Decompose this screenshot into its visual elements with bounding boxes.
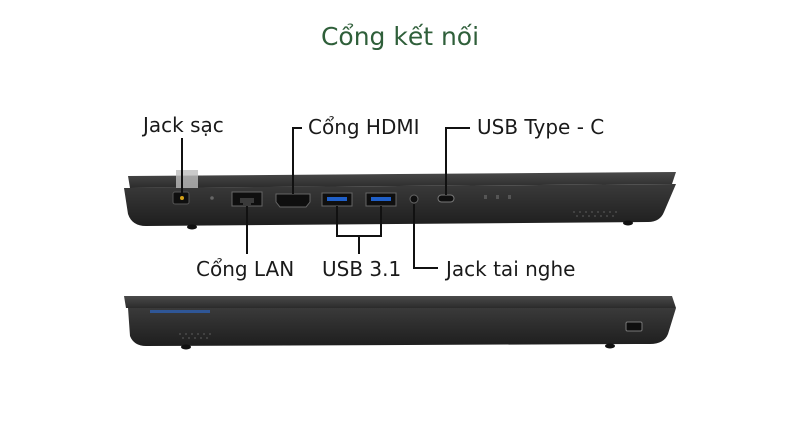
hinge-glare bbox=[176, 170, 198, 188]
laptop-base bbox=[124, 184, 676, 226]
speaker-grille bbox=[179, 333, 211, 339]
hdmi-port bbox=[275, 193, 311, 208]
indicator bbox=[496, 195, 499, 199]
page-title: Cổng kết nối bbox=[320, 22, 480, 51]
usb-c-port bbox=[437, 194, 455, 203]
label-jack-sac: Jack sạc bbox=[143, 113, 224, 137]
speaker-grille bbox=[573, 211, 617, 217]
laptop-foot bbox=[623, 220, 633, 226]
callout-audio bbox=[413, 204, 438, 269]
laptop-foot bbox=[181, 344, 191, 350]
status-led bbox=[210, 196, 214, 200]
laptop-lid bbox=[128, 172, 676, 188]
indicator bbox=[508, 195, 511, 199]
usb31-port-2-tongue bbox=[371, 197, 391, 201]
callout-usb-c bbox=[445, 127, 470, 195]
label-cong-lan: Cổng LAN bbox=[196, 257, 295, 281]
laptop-lid bbox=[124, 296, 676, 308]
callout-lines bbox=[181, 127, 470, 269]
laptop-foot bbox=[187, 224, 197, 230]
label-cong-hdmi: Cổng HDMI bbox=[308, 115, 420, 139]
charge-port-pin bbox=[180, 196, 184, 200]
laptop-side-view-back bbox=[124, 296, 676, 350]
usb31-port-1-tongue bbox=[327, 197, 347, 201]
callout-hdmi bbox=[292, 127, 302, 194]
label-jack-tai-nghe: Jack tai nghe bbox=[446, 257, 576, 281]
label-usb-type-c: USB Type - C bbox=[477, 115, 605, 139]
label-usb-31: USB 3.1 bbox=[322, 257, 402, 281]
audio-jack bbox=[409, 194, 419, 204]
laptop-base bbox=[128, 308, 676, 346]
indicator bbox=[484, 195, 487, 199]
laptop-side-view-ports bbox=[124, 170, 676, 230]
laptop-foot bbox=[605, 343, 615, 349]
lan-port-clip bbox=[240, 198, 254, 205]
kensington-lock bbox=[625, 321, 643, 332]
blue-glint bbox=[150, 310, 210, 313]
